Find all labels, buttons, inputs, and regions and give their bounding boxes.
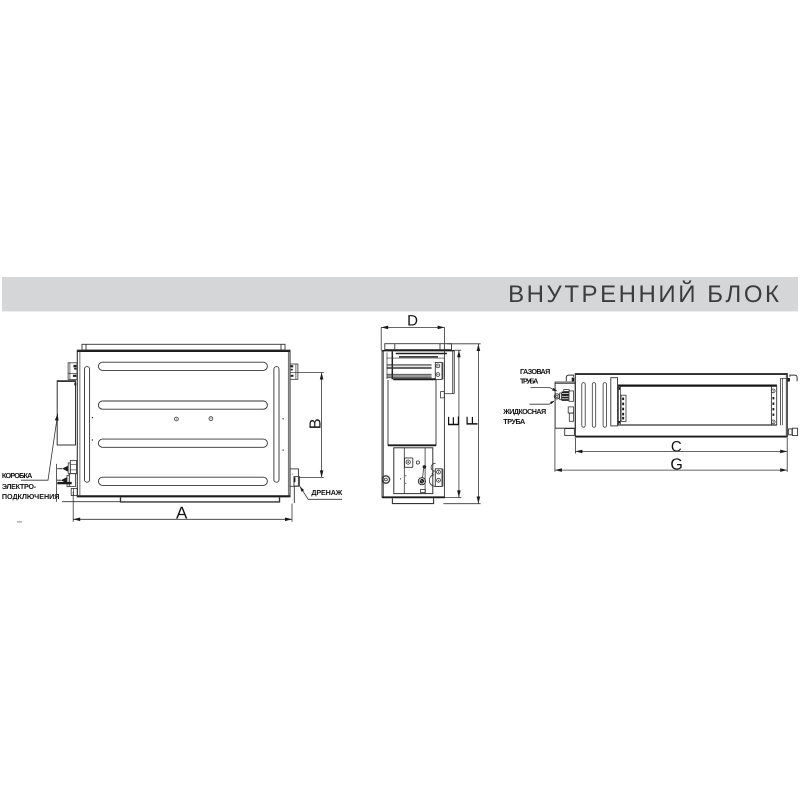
svg-text:ТРУБА: ТРУБА [503,417,525,426]
svg-text:ДРЕНАЖ: ДРЕНАЖ [311,488,342,497]
svg-text:F: F [465,416,482,426]
svg-text:B: B [308,418,325,429]
svg-text:ЖИДКОСНАЯ: ЖИДКОСНАЯ [502,407,546,416]
svg-text:ГАЗОВАЯ: ГАЗОВАЯ [520,367,550,376]
svg-text:G: G [670,456,682,473]
svg-text:C: C [671,438,682,455]
svg-text:ТРУБА: ТРУБА [520,377,538,386]
svg-text:ПОДКЛЮЧЕНИЯ: ПОДКЛЮЧЕНИЯ [2,492,60,501]
svg-text:ЭЛЕКТРО-: ЭЛЕКТРО- [2,482,37,491]
svg-text:E: E [446,416,463,427]
svg-text:D: D [407,313,418,330]
svg-text:КОРОБКА: КОРОБКА [2,471,32,480]
svg-text:A: A [176,503,188,522]
svg-text:ВНУТРЕННИЙ БЛОК: ВНУТРЕННИЙ БЛОК [508,280,782,308]
